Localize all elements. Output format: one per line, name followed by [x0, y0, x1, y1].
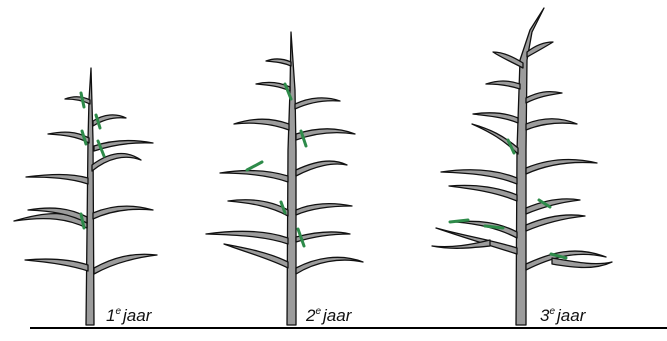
- caption-word: jaar: [323, 306, 351, 325]
- tree-3-branch: [526, 160, 597, 174]
- tree-2-branch: [296, 257, 363, 274]
- cut-mark: [485, 226, 503, 228]
- cut-mark: [450, 220, 468, 222]
- tree-year-1: [14, 68, 157, 325]
- tree-3-branch: [552, 258, 612, 268]
- tree-2-branch: [296, 232, 350, 242]
- tree-1-branch: [94, 254, 157, 274]
- tree-3-branch: [527, 42, 553, 57]
- caption-word: jaar: [123, 306, 151, 325]
- tree-2-branch: [234, 119, 289, 130]
- cut-mark: [247, 162, 262, 170]
- tree-2-branch: [296, 204, 352, 215]
- tree-2-branch: [224, 244, 288, 268]
- tree-2-branch: [296, 161, 347, 176]
- tree-3-branch: [441, 170, 517, 184]
- tree-1-branch: [93, 206, 153, 219]
- tree-1-branch: [92, 154, 141, 171]
- caption-word: jaar: [557, 306, 585, 325]
- tree-3-branch: [526, 215, 585, 231]
- tree-3-branch: [486, 81, 520, 89]
- tree-3-branch: [526, 199, 580, 214]
- tree-2-branch: [220, 171, 288, 182]
- tree-3-branch: [526, 119, 577, 130]
- caption-superscript: e: [115, 306, 121, 317]
- tree-3-branch: [493, 52, 523, 68]
- tree-1-trunk: [86, 68, 94, 325]
- tree-2-branch: [295, 98, 340, 109]
- caption-superscript: e: [549, 306, 555, 317]
- tree-3-branch: [526, 92, 562, 103]
- cut-mark: [82, 131, 86, 144]
- tree-1-branch: [25, 259, 88, 271]
- tree-year-3: [432, 8, 612, 325]
- caption-superscript: e: [315, 306, 321, 317]
- tree-2-branch: [228, 200, 288, 216]
- tree-1-branch: [26, 175, 88, 185]
- tree-1-branch: [65, 97, 90, 104]
- tree-3-branch: [449, 185, 517, 201]
- tree-year-2: [206, 32, 363, 325]
- cut-mark: [81, 93, 84, 107]
- tree-2-branch: [206, 231, 288, 244]
- tree-3-branch: [473, 113, 518, 123]
- tree-2-branch: [266, 59, 291, 66]
